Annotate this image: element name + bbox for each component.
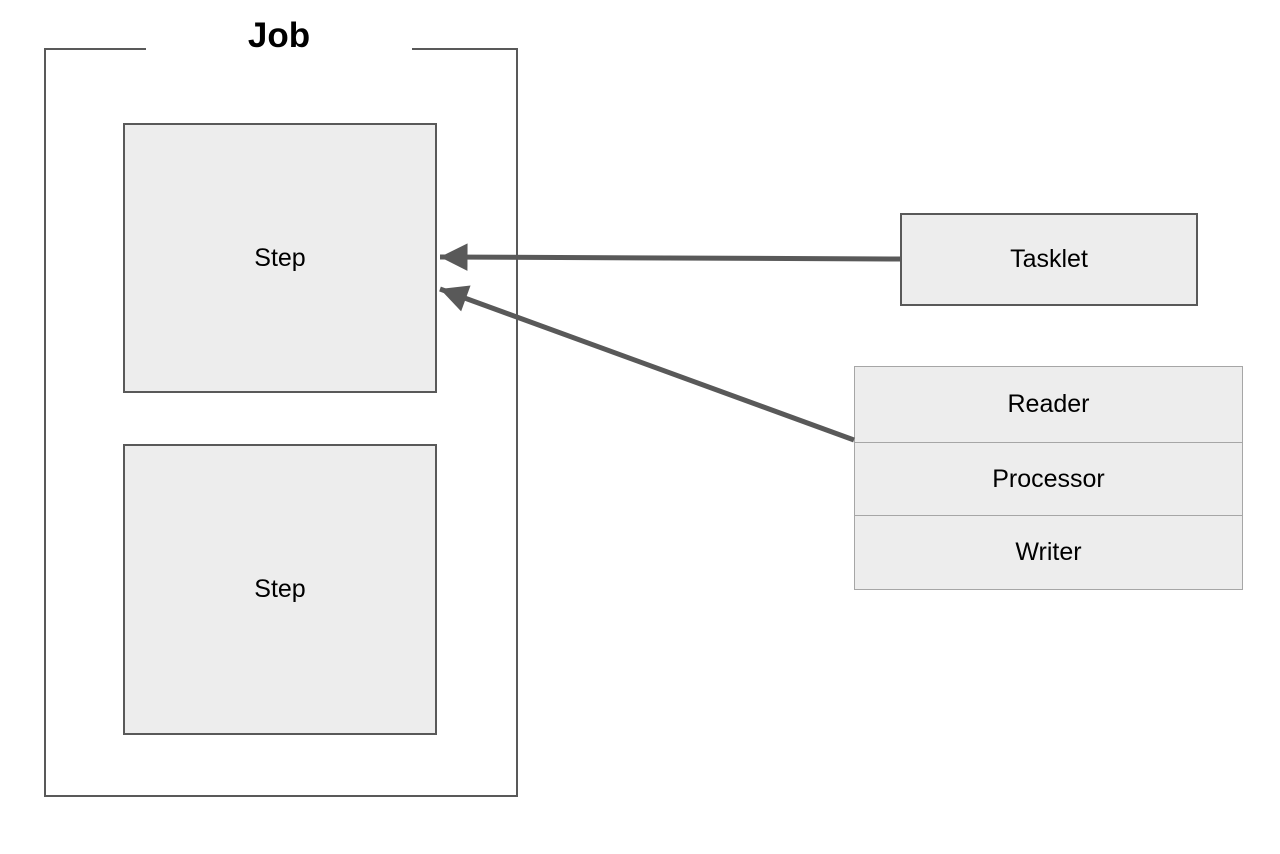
chunk-row-processor: Processor <box>855 442 1242 515</box>
reader-label: Reader <box>1007 390 1090 418</box>
writer-label: Writer <box>1015 538 1082 566</box>
step-label-1: Step <box>254 243 306 272</box>
chunk-row-reader: Reader <box>855 367 1242 442</box>
processor-label: Processor <box>992 464 1105 493</box>
job-title: Job <box>146 13 412 59</box>
chunk-row-writer: Writer <box>855 515 1242 589</box>
step-label-2: Step <box>254 575 306 603</box>
step-box-2: Step <box>123 444 437 735</box>
chunk-box: Reader Processor Writer <box>854 366 1243 590</box>
tasklet-box: Tasklet <box>900 213 1198 306</box>
tasklet-label: Tasklet <box>1010 245 1088 273</box>
step-box-1: Step <box>123 123 437 393</box>
